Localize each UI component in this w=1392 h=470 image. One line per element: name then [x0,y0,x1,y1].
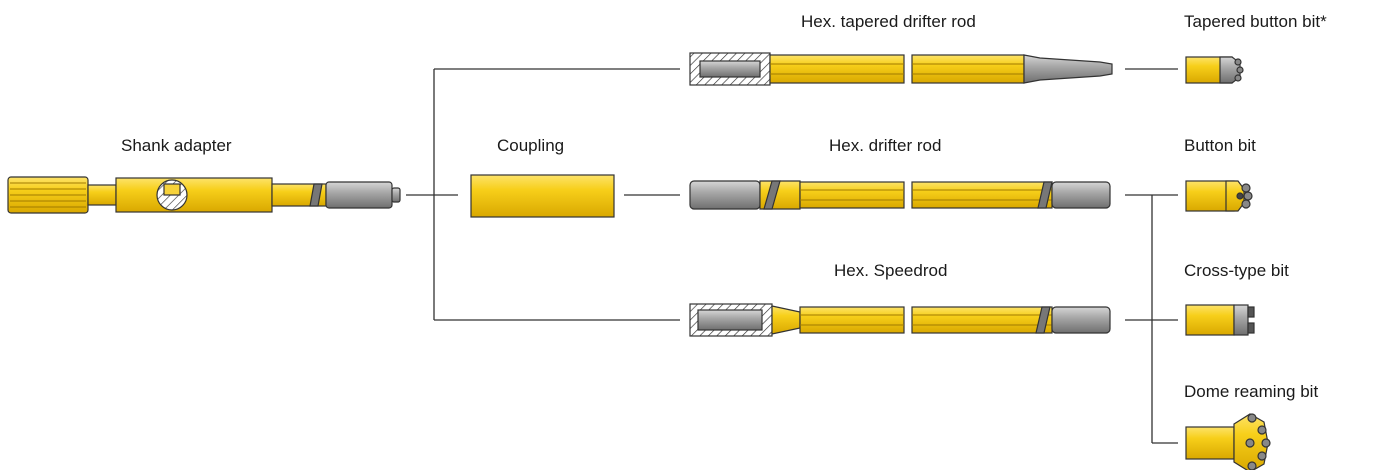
hex-tapered-drifter-rod-label: Hex. tapered drifter rod [801,12,976,31]
coupling-label: Coupling [497,136,565,155]
cross-type-bit-label: Cross-type bit [1184,261,1289,280]
hex-drifter-rod-label: Hex. drifter rod [829,136,942,155]
hex-speedrod-label: Hex. Speedrod [834,261,948,280]
button-bit-label: Button bit [1184,136,1256,155]
hex-drifter-rod-drawing [689,180,1111,210]
tapered-button-bit-drawing [1185,56,1244,84]
hex-speedrod-drawing [689,303,1111,337]
dome-reaming-bit-label: Dome reaming bit [1184,382,1319,401]
tapered-button-bit-label: Tapered button bit* [1184,12,1327,31]
dome-reaming-bit-drawing [1185,413,1271,470]
hex-tapered-drifter-rod-drawing [689,52,1113,86]
connector-lines [406,68,1178,444]
cross-type-bit-drawing [1185,304,1255,336]
button-bit-drawing [1185,180,1253,212]
coupling-drawing [470,174,615,218]
shank-adapter-label: Shank adapter [121,136,232,155]
shank-adapter-drawing [7,176,401,214]
